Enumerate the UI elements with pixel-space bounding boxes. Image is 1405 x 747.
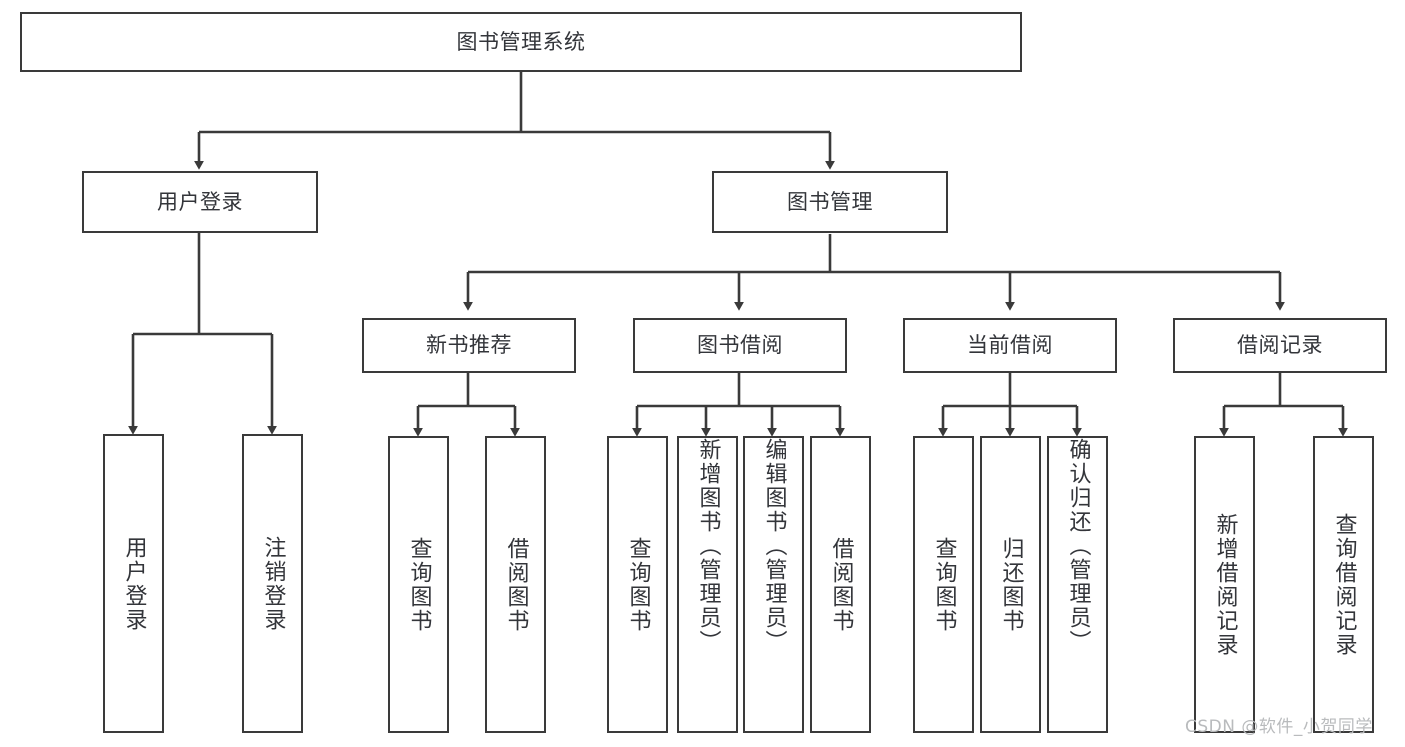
node-label: 注销登录	[260, 535, 286, 632]
node-label: 图书管理	[787, 189, 873, 214]
node-label: 查询图书	[931, 536, 957, 633]
node-new-book-recommendation[interactable]: 新书推荐	[362, 318, 576, 373]
leaf-current-return-book[interactable]: 归还图书	[980, 436, 1041, 733]
leaf-new-books-borrow-book[interactable]: 借阅图书	[485, 436, 546, 733]
node-label: 查询借阅记录	[1331, 512, 1357, 657]
node-label: 当前借阅	[967, 333, 1053, 358]
node-borrowing-records[interactable]: 借阅记录	[1173, 318, 1387, 373]
node-label: 借阅记录	[1237, 333, 1323, 358]
node-label: 查询图书	[625, 536, 651, 633]
node-label: 编辑图书（管理员）	[761, 438, 787, 654]
node-book-management[interactable]: 图书管理	[712, 171, 948, 233]
node-label: 图书管理系统	[456, 29, 586, 54]
leaf-current-confirm-return-admin[interactable]: 确认归还（管理员）	[1047, 436, 1108, 733]
node-root-book-management-system[interactable]: 图书管理系统	[20, 12, 1022, 72]
leaf-records-query-record[interactable]: 查询借阅记录	[1313, 436, 1374, 733]
leaf-user-login-logout[interactable]: 注销登录	[242, 434, 303, 733]
node-book-borrowing[interactable]: 图书借阅	[633, 318, 847, 373]
node-user-login[interactable]: 用户登录	[82, 171, 318, 233]
node-current-borrowing[interactable]: 当前借阅	[903, 318, 1117, 373]
node-label: 确认归还（管理员）	[1065, 438, 1091, 654]
node-label: 用户登录	[121, 535, 147, 632]
node-label: 图书借阅	[697, 333, 783, 358]
leaf-user-login-login[interactable]: 用户登录	[103, 434, 164, 733]
node-label: 新增借阅记录	[1212, 512, 1238, 657]
leaf-borrowing-query-book[interactable]: 查询图书	[607, 436, 668, 733]
leaf-borrowing-add-book-admin[interactable]: 新增图书（管理员）	[677, 436, 738, 733]
leaf-new-books-query-book[interactable]: 查询图书	[388, 436, 449, 733]
watermark-text: CSDN @软件_小贺同学	[1185, 717, 1373, 737]
leaf-records-add-record[interactable]: 新增借阅记录	[1194, 436, 1255, 733]
leaf-borrowing-borrow-book[interactable]: 借阅图书	[810, 436, 871, 733]
node-label: 借阅图书	[828, 536, 854, 633]
node-label: 借阅图书	[503, 536, 529, 633]
node-label: 用户登录	[157, 189, 243, 214]
node-label: 归还图书	[998, 536, 1024, 633]
node-label: 新书推荐	[426, 333, 512, 358]
leaf-current-query-book[interactable]: 查询图书	[913, 436, 974, 733]
leaf-borrowing-edit-book-admin[interactable]: 编辑图书（管理员）	[743, 436, 804, 733]
node-label: 新增图书（管理员）	[695, 438, 721, 654]
node-label: 查询图书	[406, 536, 432, 633]
